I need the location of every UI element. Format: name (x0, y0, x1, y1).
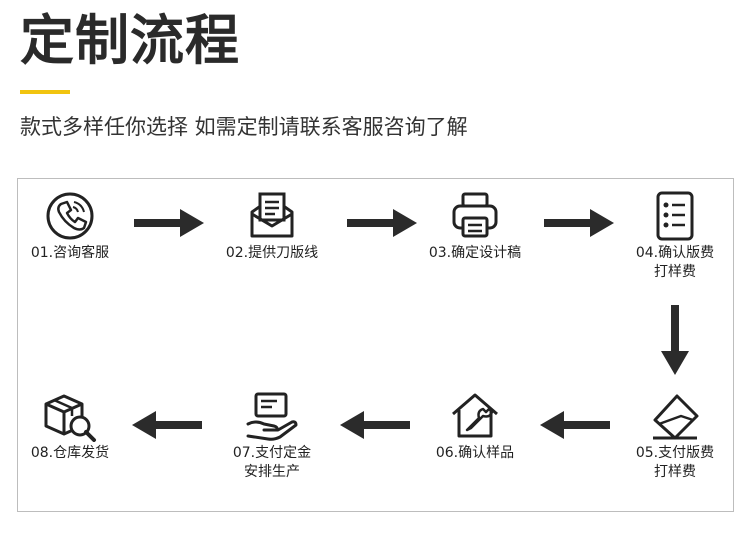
arrow-left-2 (340, 411, 410, 439)
mail-icon (250, 192, 294, 238)
arrow-right-3 (544, 209, 614, 237)
arrow-down (661, 305, 689, 375)
step-5: 05.支付版费 打样费 (610, 390, 740, 482)
step-6-label: 06.确认样品 (435, 445, 515, 461)
step-4: 04.确认版费 打样费 (610, 190, 740, 282)
arrow-right-2 (347, 209, 417, 237)
arrow-left-1 (540, 411, 610, 439)
page-title: 定制流程 (20, 9, 240, 72)
box-search-icon (44, 394, 96, 442)
step-8-label: 08.仓库发货 (30, 445, 110, 461)
arrow-right-1 (134, 209, 204, 237)
hand-card-icon (246, 392, 298, 441)
title-accent-bar (20, 90, 70, 94)
step-1-label: 01.咨询客服 (30, 245, 110, 261)
step-7-label: 07.支付定金 安排生产 (232, 445, 312, 480)
step-1: 01.咨询客服 (5, 190, 135, 263)
phone-icon (46, 192, 94, 240)
step-4-label: 04.确认版费 打样费 (635, 245, 715, 280)
checklist-icon (656, 191, 694, 241)
step-5-label: 05.支付版费 打样费 (635, 445, 715, 480)
printer-icon (452, 192, 498, 238)
page-subtitle: 款式多样任你选择 如需定制请联系客服咨询了解 (20, 115, 468, 139)
step-6: 06.确认样品 (410, 390, 540, 463)
arrow-left-3 (132, 411, 202, 439)
step-3: 03.确定设计稿 (410, 190, 540, 263)
process-flow-panel (17, 178, 734, 512)
house-wrench-icon (452, 393, 498, 438)
step-2-label: 02.提供刀版线 (225, 245, 319, 261)
step-3-label: 03.确定设计稿 (428, 245, 522, 261)
step-2: 02.提供刀版线 (207, 190, 337, 263)
envelope-pay-icon (653, 394, 699, 440)
step-7: 07.支付定金 安排生产 (207, 390, 337, 482)
step-8: 08.仓库发货 (5, 390, 135, 463)
